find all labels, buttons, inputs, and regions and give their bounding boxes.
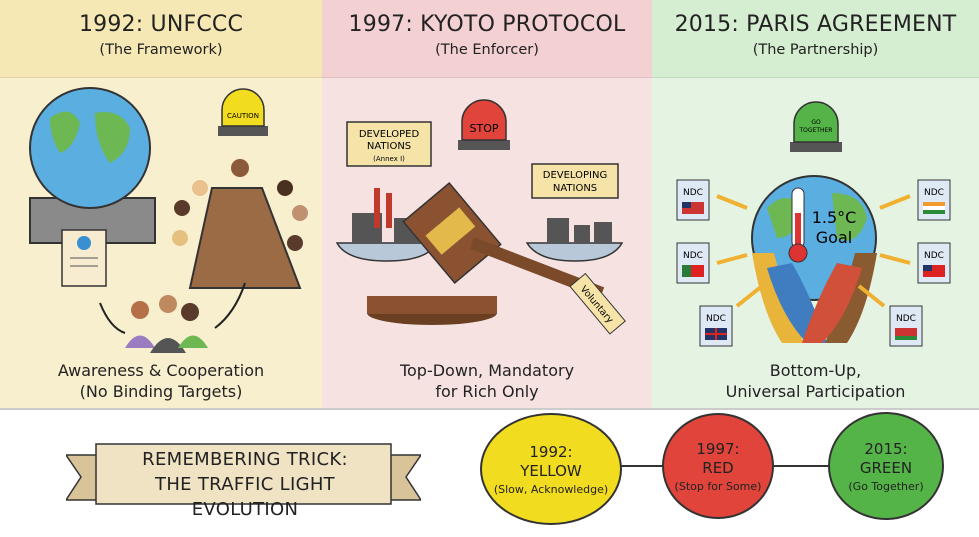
sign-text: DEVELOPING bbox=[543, 170, 607, 181]
caution-light-icon: CAUTION bbox=[218, 88, 268, 136]
framework-illustration: CAUTION bbox=[29, 87, 308, 353]
negotiation-table-icon bbox=[172, 159, 308, 289]
panel-kyoto: 1997: KYOTO PROTOCOL (The Enforcer) STOP… bbox=[322, 0, 652, 410]
ndc-belarus-doc: NDC bbox=[889, 305, 923, 347]
caption-line: Bottom-Up, bbox=[769, 361, 862, 380]
ndc-portugal-doc: NDC bbox=[676, 242, 710, 284]
sign-text: (Annex I) bbox=[373, 155, 405, 163]
go-label: GO bbox=[811, 119, 821, 126]
stop-light-icon: STOP bbox=[458, 99, 510, 150]
voluntary-tag: Voluntary bbox=[569, 272, 626, 335]
light-desc: (Stop for Some) bbox=[674, 479, 762, 493]
trick-line: REMEMBERING TRICK: bbox=[142, 449, 348, 470]
ndc-label: NDC bbox=[924, 251, 944, 261]
panel-caption: Bottom-Up, Universal Participation bbox=[652, 360, 979, 402]
caption-line: (No Binding Targets) bbox=[79, 382, 243, 401]
ndc-label: NDC bbox=[896, 314, 916, 324]
partnership-illustration: GO TOGETHER 1.5°C Goal NDC NDC NDC NDC N… bbox=[676, 101, 951, 347]
ndc-documents: NDC NDC NDC NDC NDC NDC bbox=[676, 179, 951, 347]
stop-label: STOP bbox=[470, 122, 499, 135]
ndc-label: NDC bbox=[706, 314, 726, 324]
light-desc: (Slow, Acknowledge) bbox=[493, 482, 609, 496]
ndc-india-doc: NDC bbox=[917, 179, 951, 221]
developed-nations-sign: DEVELOPED NATIONS (Annex I) bbox=[346, 121, 432, 167]
ndc-label: NDC bbox=[683, 251, 703, 261]
panel-caption: Top-Down, Mandatory for Rich Only bbox=[322, 360, 652, 402]
gavel-icon bbox=[367, 182, 605, 325]
panel-subtitle: (The Partnership) bbox=[752, 42, 879, 58]
caption-line: Universal Participation bbox=[725, 382, 906, 401]
ndc-taiwan-doc: NDC bbox=[917, 242, 951, 284]
panel-subtitle: (The Framework) bbox=[99, 42, 223, 58]
panel-header: 1992: UNFCCC (The Framework) bbox=[0, 0, 322, 78]
thermometer-icon: 1.5°C Goal bbox=[788, 187, 857, 263]
go-label: TOGETHER bbox=[799, 127, 833, 134]
goal-text: Goal bbox=[816, 228, 852, 247]
ndc-label: NDC bbox=[924, 188, 944, 198]
light-year: 1992: bbox=[529, 442, 573, 461]
light-desc: (Go Together) bbox=[848, 479, 924, 493]
panel-title: 2015: PARIS AGREEMENT bbox=[674, 12, 957, 37]
light-green: 2015: GREEN (Go Together) bbox=[828, 412, 944, 520]
globe-pedestal-icon bbox=[29, 87, 156, 244]
panel-caption: Awareness & Cooperation (No Binding Targ… bbox=[0, 360, 322, 402]
light-name: GREEN bbox=[859, 458, 913, 477]
caption-line: for Rich Only bbox=[435, 382, 539, 401]
go-light-icon: GO TOGETHER bbox=[790, 101, 842, 152]
trick-banner bbox=[66, 443, 421, 505]
scroll-document-icon bbox=[61, 229, 107, 287]
trick-text: REMEMBERING TRICK: THE TRAFFIC LIGHT EVO… bbox=[110, 447, 380, 522]
panel-paris: 2015: PARIS AGREEMENT (The Partnership) … bbox=[652, 0, 979, 410]
panel-header: 1997: KYOTO PROTOCOL (The Enforcer) bbox=[322, 0, 652, 78]
ndc-uk-doc: NDC bbox=[699, 305, 733, 347]
panel-unfccc: 1992: UNFCCC (The Framework) CAUTION bbox=[0, 0, 322, 410]
hands-icon bbox=[752, 253, 877, 343]
sign-text: NATIONS bbox=[367, 141, 411, 152]
light-name: YELLOW bbox=[520, 461, 582, 480]
caution-label: CAUTION bbox=[227, 112, 259, 120]
panel-title: 1992: UNFCCC bbox=[78, 12, 244, 37]
light-year: 1997: bbox=[696, 439, 740, 458]
sign-text: NATIONS bbox=[553, 183, 597, 194]
trick-line: THE TRAFFIC LIGHT EVOLUTION bbox=[155, 474, 335, 520]
light-yellow: 1992: YELLOW (Slow, Acknowledge) bbox=[480, 413, 622, 525]
panel-header: 2015: PARIS AGREEMENT (The Partnership) bbox=[652, 0, 979, 78]
goal-text: 1.5°C bbox=[812, 208, 857, 227]
light-red: 1997: RED (Stop for Some) bbox=[662, 413, 774, 519]
panel-title: 1997: KYOTO PROTOCOL bbox=[348, 12, 626, 37]
enforcer-illustration: STOP DEVELOPED NATIONS (Annex I) DEVELOP… bbox=[335, 99, 626, 335]
developing-nations-sign: DEVELOPING NATIONS bbox=[531, 163, 619, 199]
arrow-icons bbox=[716, 194, 911, 308]
caption-line: Awareness & Cooperation bbox=[57, 361, 265, 380]
light-name: RED bbox=[702, 458, 734, 477]
light-year: 2015: bbox=[864, 439, 908, 458]
panel-subtitle: (The Enforcer) bbox=[435, 42, 539, 58]
people-group-icon bbox=[99, 282, 246, 353]
ndc-label: NDC bbox=[683, 188, 703, 198]
caption-line: Top-Down, Mandatory bbox=[399, 361, 575, 380]
ndc-usa-doc: NDC bbox=[676, 179, 710, 221]
sign-text: DEVELOPED bbox=[359, 129, 420, 140]
